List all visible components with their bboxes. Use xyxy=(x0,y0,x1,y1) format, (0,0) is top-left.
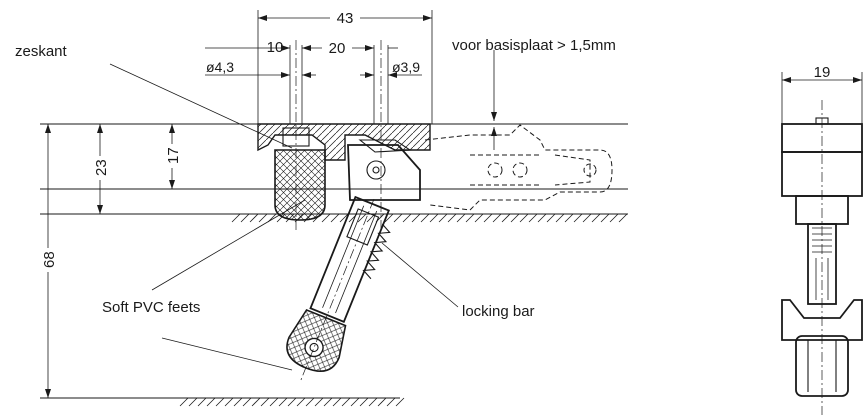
tilted-leg xyxy=(286,195,391,381)
housing-section xyxy=(257,123,431,161)
locking-bar-label: locking bar xyxy=(462,303,535,320)
dim-10-label: 10 xyxy=(267,39,284,56)
locking-mechanism xyxy=(347,40,421,230)
basisplaat-label: voor basisplaat > 1,5mm xyxy=(452,37,616,54)
locking-bar-callout: locking bar xyxy=(381,242,535,320)
dim-diameters: ø4,3 ø3,9 xyxy=(205,59,422,78)
dim-43-label: 43 xyxy=(337,10,354,27)
dim-10-20: 10 20 xyxy=(205,39,398,124)
dia-39-label: ø3,9 xyxy=(392,59,420,75)
zeskant-callout: zeskant xyxy=(15,43,293,149)
dim-17: 17 xyxy=(163,124,182,189)
alternate-position-dashed xyxy=(424,124,613,211)
basisplaat-indicator: voor basisplaat > 1,5mm xyxy=(452,37,616,150)
dim-20-label: 20 xyxy=(329,40,346,57)
dim-17-label: 17 xyxy=(165,147,182,164)
dim-23-label: 23 xyxy=(93,159,110,176)
side-view: 19 xyxy=(781,64,863,415)
dim-43: 43 xyxy=(257,8,433,124)
ground-hatch-ticks-lower xyxy=(179,397,405,407)
dim-68: 68 xyxy=(39,124,58,398)
pvc-foot-left xyxy=(274,40,326,230)
dia-43-label: ø4,3 xyxy=(206,59,234,75)
soft-pvc-label: Soft PVC feets xyxy=(102,299,200,316)
dim-68-label: 68 xyxy=(41,251,58,268)
zeskant-label: zeskant xyxy=(15,43,68,60)
dim-23: 23 xyxy=(91,124,110,214)
soft-pvc-callout: Soft PVC feets xyxy=(102,199,306,371)
dim-19-label: 19 xyxy=(814,64,831,81)
